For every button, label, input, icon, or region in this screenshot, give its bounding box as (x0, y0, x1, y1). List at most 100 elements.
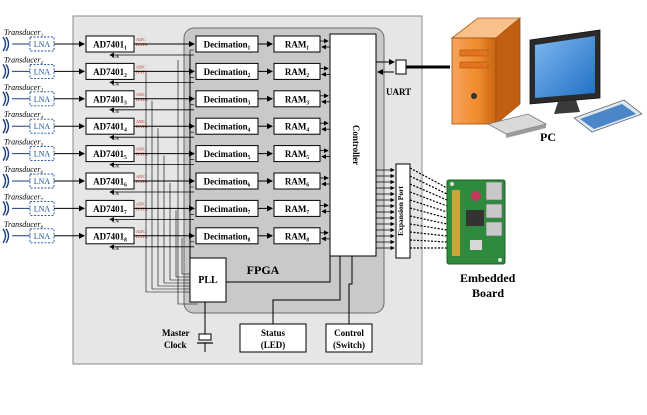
transducer-icon (2, 118, 10, 134)
embedded-board-link (409, 167, 448, 189)
transducer-label: Transducer₂ (4, 55, 43, 64)
clk-signal-label: Clk (112, 110, 120, 115)
control-label: Control (334, 328, 364, 338)
transducer-label: Transducer₈ (4, 220, 43, 229)
transducer-icon (2, 91, 10, 107)
adc-label: AD7401₃ (93, 94, 127, 104)
decimation-label: Decimation₇ (204, 204, 251, 214)
master-clock-crystal (198, 333, 212, 341)
ram-label: RAM₄ (285, 122, 309, 132)
transducer-label: Transducer₆ (4, 165, 43, 174)
adc-signal-label: ADC (136, 147, 146, 152)
decimation-label: Decimation₂ (204, 67, 251, 77)
embedded-board-link (409, 207, 448, 219)
status-label: Status (261, 328, 286, 338)
adc-signal-label: ADC (136, 229, 146, 234)
transducer-icon (2, 173, 10, 189)
lna-label: LNA (34, 177, 51, 186)
pll-label: PLL (198, 275, 218, 286)
lna-block (29, 228, 55, 244)
lna-label: LNA (34, 150, 51, 159)
adc-label: AD7401₇ (93, 204, 127, 214)
adc-clock-return-wire (157, 128, 190, 287)
adc-signal-label: ADC (136, 201, 146, 206)
decimation-label: Decimation₁ (204, 40, 251, 50)
transducer-label: Transducer₄ (4, 110, 43, 119)
adc-label: AD7401₅ (93, 149, 127, 159)
embedded-board-link (409, 215, 448, 225)
ram-label: RAM₆ (285, 177, 309, 187)
clk-signal-label: Clk (112, 55, 120, 60)
master-clock-sub-label: Clock (164, 340, 187, 350)
adc-signal-label: ADC (136, 174, 146, 179)
lna-block (29, 200, 55, 216)
channel-row: Transducer₈LNAAD7401₈ADCDATAClkDecimatio… (2, 220, 330, 252)
adc-label: AD7401₈ (93, 231, 127, 241)
ram-block (273, 145, 321, 163)
ram-block (273, 62, 321, 80)
decimation-clock-wire (189, 49, 194, 55)
lna-block (29, 173, 55, 189)
lna-label: LNA (34, 67, 51, 76)
adc-signal-label: ADC (136, 37, 146, 42)
channel-row: Transducer₃LNAAD7401₃ADCDATAClkDecimatio… (2, 83, 330, 115)
adc-data-bus (177, 60, 198, 305)
adc-clock-return-wire (163, 155, 190, 284)
clk-signal-label: Clk (112, 137, 120, 142)
expansion-port-label: Expansion Port (396, 186, 405, 236)
status-sub-label: (LED) (261, 340, 286, 350)
ram-label: RAM₇ (285, 204, 309, 214)
control-wire (348, 256, 353, 324)
embedded-board-sub-label: Board (472, 286, 504, 300)
embedded-board-label: Embedded (460, 271, 516, 285)
control-sub-label: (Switch) (333, 340, 365, 350)
embedded-board-link (409, 199, 448, 213)
lna-block (29, 63, 55, 79)
transducer-icon (2, 63, 10, 79)
decimation-label: Decimation₃ (204, 94, 251, 104)
channel-row: Transducer₂LNAAD7401₂ADCDATAClkDecimatio… (2, 55, 330, 87)
ram-label: RAM₁ (285, 40, 309, 50)
lna-block (29, 91, 55, 107)
ram-block (273, 117, 321, 135)
lna-label: LNA (34, 40, 51, 49)
transducer-label: Transducer₃ (4, 83, 43, 92)
master-clock-label: Master (162, 328, 189, 338)
status-led-block (239, 323, 307, 353)
adc-label: AD7401₆ (93, 177, 127, 187)
transducer-label: Transducer₅ (4, 138, 43, 147)
pll-block (189, 257, 227, 303)
ram-block (273, 172, 321, 190)
adc-label: AD7401₄ (93, 122, 127, 132)
pc-label: PC (540, 130, 556, 144)
channel-row: Transducer₄LNAAD7401₄ADCDATAClkDecimatio… (2, 110, 330, 142)
ram-label: RAM₈ (285, 231, 309, 241)
control-switch-block (325, 323, 373, 353)
channel-row: Transducer₅LNAAD7401₅ADCDATAClkDecimatio… (2, 138, 330, 170)
adc-clock-return-wire (145, 73, 190, 293)
adc-clock-return-wire (169, 183, 190, 281)
adc-signal-label: ADC (136, 92, 146, 97)
channel-row: Transducer₇LNAAD7401₇ADCDATAClkDecimatio… (2, 192, 330, 224)
ram-block (273, 90, 321, 108)
embedded-board-link (409, 223, 448, 231)
transducer-icon (2, 200, 10, 216)
controller-label: Controller (351, 125, 361, 165)
ram-label: RAM₂ (285, 67, 309, 77)
channel-row: Transducer₁LNAAD7401₁ADCDATAClkDecimatio… (2, 28, 330, 60)
embedded-board-link (409, 239, 448, 243)
channel-row: Transducer₆LNAAD7401₆ADCDATAClkDecimatio… (2, 165, 330, 197)
clk-signal-label: Clk (112, 192, 120, 197)
lna-label: LNA (34, 95, 51, 104)
expansion-port-block (395, 163, 411, 259)
embedded-board-link (409, 231, 448, 237)
lna-block (29, 146, 55, 162)
uart-connector (395, 59, 407, 75)
transducer-icon (2, 36, 10, 52)
ram-label: RAM₃ (285, 94, 309, 104)
clk-signal-label: Clk (112, 247, 120, 252)
lna-block (29, 36, 55, 52)
clk-signal-label: Clk (112, 165, 120, 170)
transducer-label: Transducer₁ (4, 28, 43, 37)
